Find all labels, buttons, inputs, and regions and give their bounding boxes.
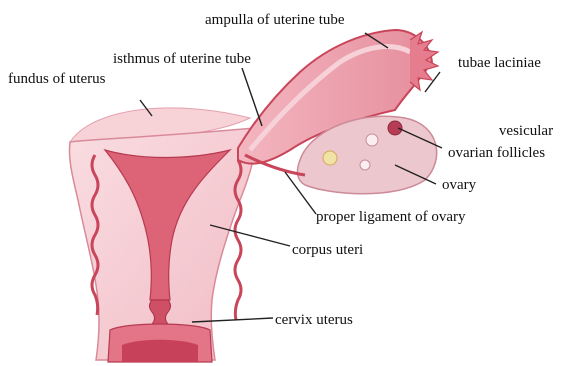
follicle — [388, 121, 402, 135]
label-isthmus: isthmus of uterine tube — [113, 52, 251, 67]
cervix-os — [122, 340, 198, 362]
label-cervix-uterus: cervix uterus — [275, 313, 353, 328]
label-proper-ligament: proper ligament of ovary — [316, 210, 466, 225]
follicle — [366, 134, 378, 146]
label-fundus: fundus of uterus — [8, 72, 106, 87]
label-vesicular: vesicular — [483, 124, 569, 139]
label-ovary: ovary — [442, 178, 476, 193]
label-ampulla: ampulla of uterine tube — [205, 13, 345, 28]
label-tubae-laciniae: tubae laciniae — [458, 56, 541, 71]
follicle — [360, 160, 370, 170]
follicle — [323, 151, 337, 165]
label-ovarian-follicles: ovarian follicles — [448, 146, 545, 161]
label-corpus-uteri: corpus uteri — [292, 243, 363, 258]
